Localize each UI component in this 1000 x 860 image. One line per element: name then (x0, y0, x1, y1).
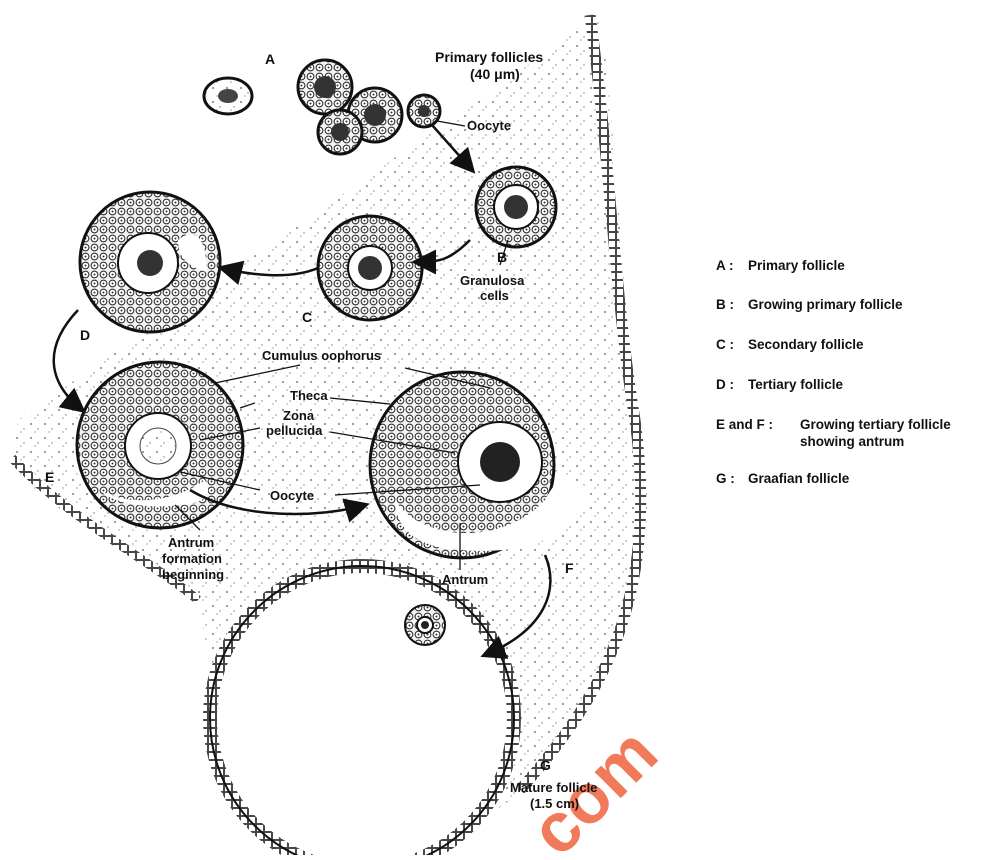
label-a: A (265, 51, 275, 67)
label-oocyte-mid: Oocyte (270, 488, 314, 503)
legend-key-b: B : (716, 297, 734, 312)
label-granulosa-1: Granulosa (460, 273, 525, 288)
primary-follicles (204, 60, 440, 154)
legend-text-ef: Growing tertiary follicle (800, 417, 951, 432)
label-g: G (540, 757, 551, 773)
secondary-follicle (318, 216, 422, 320)
label-d: D (80, 327, 90, 343)
legend-key-a: A : (716, 258, 734, 273)
label-antrum-begin-3: beginning (162, 567, 224, 582)
tertiary-follicle (80, 192, 220, 332)
label-mature-1: Mature follicle (510, 780, 597, 795)
label-e: E (45, 469, 54, 485)
label-cumulus: Cumulus oophorus (262, 348, 381, 363)
label-antrum-begin-1: Antrum (168, 535, 214, 550)
legend-text-g: Graafian follicle (748, 471, 850, 486)
label-granulosa-2: cells (480, 288, 509, 303)
label-antrum-begin-2: formation (162, 551, 222, 566)
label-primary-follicles: Primary follicles (435, 49, 543, 65)
label-f: F (565, 560, 574, 576)
legend: A : Primary follicle B : Growing primary… (716, 258, 951, 486)
graafian-follicle (210, 566, 514, 855)
legend-text-b: Growing primary follicle (748, 297, 903, 312)
label-b: B (497, 249, 507, 265)
legend-key-c: C : (716, 337, 734, 352)
label-zona-2: pellucida (266, 423, 323, 438)
label-mature-2: (1.5 cm) (530, 796, 579, 811)
legend-text-a: Primary follicle (748, 258, 845, 273)
label-oocyte-top: Oocyte (467, 118, 511, 133)
legend-text-ef-2: showing antrum (800, 434, 904, 449)
label-primary-size: (40 μm) (470, 66, 520, 82)
legend-text-d: Tertiary follicle (748, 377, 844, 392)
legend-key-ef: E and F : (716, 417, 773, 432)
growing-primary-follicle (476, 167, 556, 247)
label-c: C (302, 309, 312, 325)
label-theca: Theca (290, 388, 328, 403)
legend-key-g: G : (716, 471, 735, 486)
label-antrum: Antrum (442, 572, 488, 587)
label-zona-1: Zona (283, 408, 315, 423)
legend-key-d: D : (716, 377, 734, 392)
legend-text-c: Secondary follicle (748, 337, 864, 352)
